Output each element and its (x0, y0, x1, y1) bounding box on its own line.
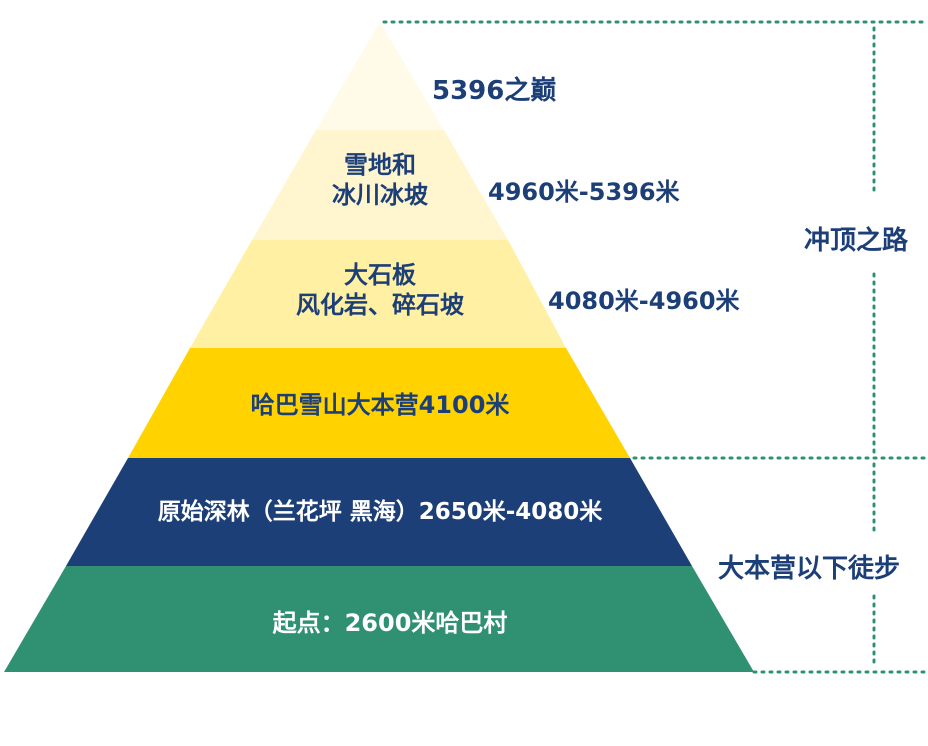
tier-start-label: 起点：2600米哈巴村 (180, 608, 600, 638)
tier-forest-shape (66, 458, 692, 566)
tier-snow-shape (252, 130, 508, 240)
tier-rock-label: 大石板 风化岩、碎石坡 (230, 260, 530, 320)
tier-forest-label: 原始深林（兰花坪 黑海）2650米-4080米 (90, 498, 670, 527)
tier-start-shape (4, 566, 754, 672)
tier-summit-shape (316, 22, 444, 130)
tier-snow-line1: 雪地和 (344, 151, 416, 179)
tier-rock-line1: 大石板 (344, 261, 416, 289)
tier-forest-line1: 原始深林（兰花坪 黑海）2650米-4080米 (157, 499, 603, 525)
tier-rock-line2: 风化岩、碎石坡 (296, 291, 464, 319)
tier-start-line1: 起点：2600米哈巴村 (272, 609, 508, 637)
tier-rock-shape (190, 240, 566, 348)
below-camp-label: 大本营以下徒步 (718, 548, 901, 585)
tier-basecamp-line1: 哈巴雪山大本营4100米 (250, 391, 510, 419)
tier-basecamp-label: 哈巴雪山大本营4100米 (180, 390, 580, 420)
tier-snow-label: 雪地和 冰川冰坡 (280, 150, 480, 210)
snow-altitude-label: 4960米-5396米 (488, 178, 680, 206)
rock-altitude-label: 4080米-4960米 (548, 287, 740, 315)
summit-label: 5396之巅 (432, 76, 557, 106)
bracket-lines (382, 20, 928, 674)
summit-push-label: 冲顶之路 (804, 220, 909, 257)
tier-basecamp-shape (128, 348, 630, 458)
tier-snow-line2: 冰川冰坡 (332, 181, 428, 209)
